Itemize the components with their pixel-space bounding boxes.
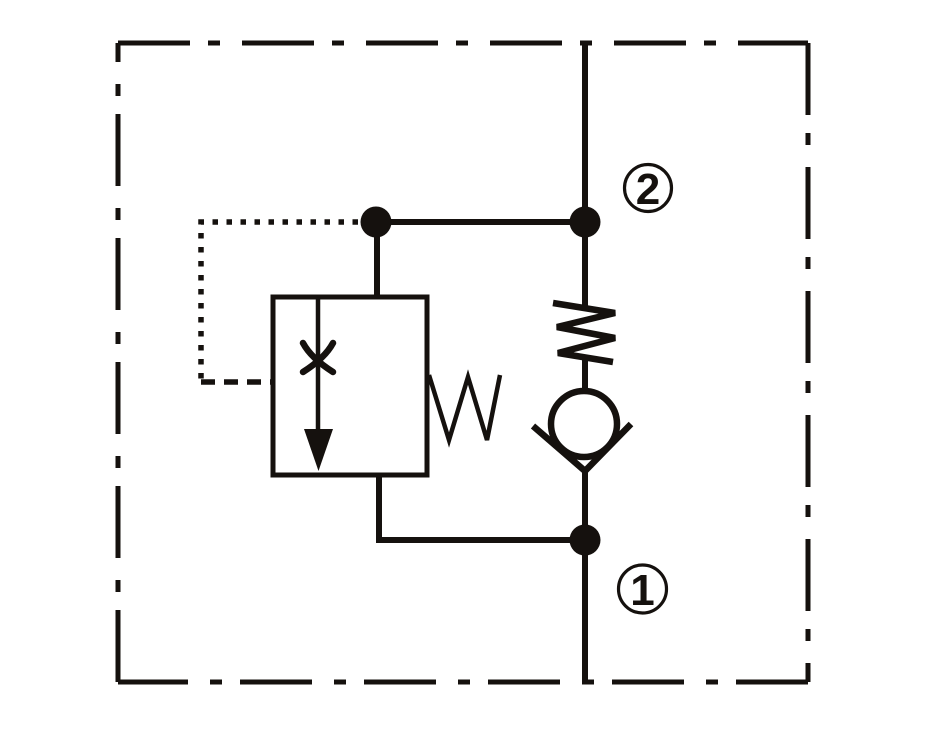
orifice-restriction-icon [299, 339, 337, 376]
check-valve-ball-icon [547, 387, 621, 461]
port-1-marker-circle [616, 563, 669, 615]
port-1-label: 1 [630, 566, 654, 615]
valve-body [270, 294, 430, 478]
junction-dot-port1 [569, 524, 601, 556]
port-2-marker: 2 [622, 162, 674, 214]
port-1-marker: 1 [616, 563, 669, 615]
valve-boundary-outline [115, 40, 811, 685]
orifice-stroke-right [299, 339, 337, 376]
valve-outlet-line [376, 475, 585, 543]
check-valve-spring-icon [552, 299, 616, 366]
port-2-marker-circle [622, 162, 674, 214]
junction-dot-port2 [569, 206, 601, 238]
valve-bias-spring-icon [426, 369, 503, 448]
junction-dot-left [360, 206, 392, 238]
port-2-label: 2 [636, 165, 660, 214]
pilot-line-dotted-icon [198, 219, 358, 381]
orifice-stroke-left [299, 339, 337, 376]
flow-direction-arrowhead-icon [304, 429, 333, 471]
